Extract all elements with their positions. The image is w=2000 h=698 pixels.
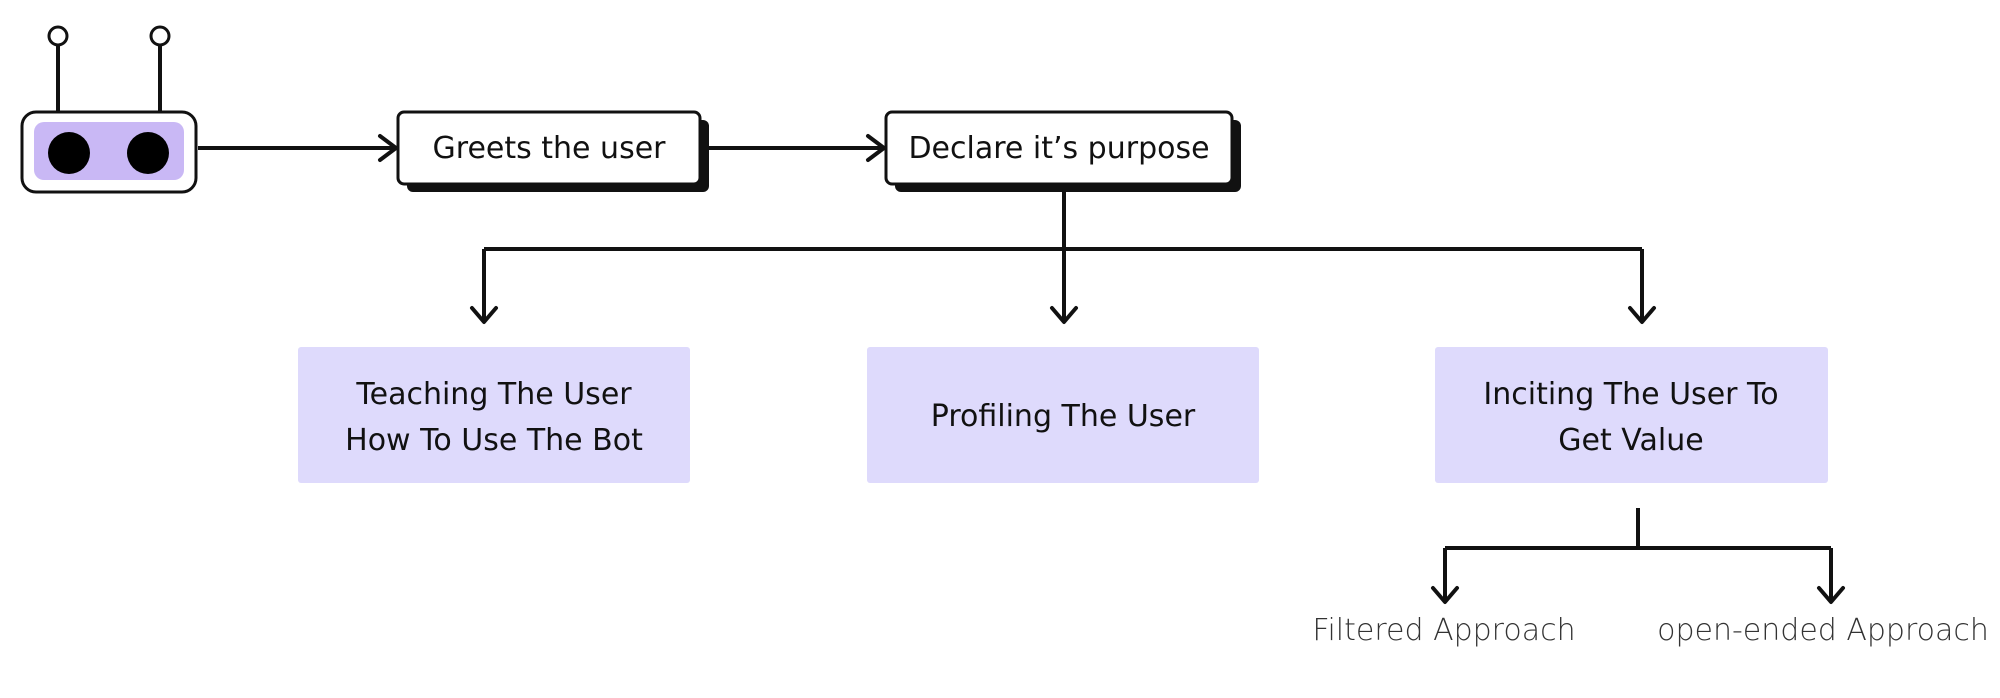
teaching-label-line-2: How To Use The Bot — [345, 423, 643, 458]
robot-icon — [20, 25, 198, 194]
arrow-robot-to-greet — [198, 134, 398, 162]
teaching-card: Teaching The User How To Use The Bot — [298, 347, 690, 483]
purpose-label: Declare it’s purpose — [908, 131, 1209, 166]
open-ended-approach-label: open-ended Approach — [1657, 613, 1989, 648]
teaching-label-line-1: Teaching The User — [355, 377, 632, 412]
purpose-box: Declare it’s purpose — [884, 110, 1241, 192]
inciting-card: Inciting The User To Get Value — [1435, 347, 1828, 483]
arrow-greet-to-purpose — [702, 134, 886, 162]
branch-connector-inciting — [1431, 508, 1845, 604]
profiling-label: Profiling The User — [931, 399, 1196, 434]
filtered-approach-label: Filtered Approach — [1312, 613, 1575, 648]
greet-label: Greets the user — [433, 131, 667, 166]
profiling-card: Profiling The User — [867, 347, 1259, 483]
inciting-label-line-2: Get Value — [1558, 423, 1703, 458]
greet-box: Greets the user — [396, 110, 709, 192]
inciting-label-line-1: Inciting The User To — [1483, 377, 1778, 412]
branch-connector-purpose — [470, 186, 1656, 324]
